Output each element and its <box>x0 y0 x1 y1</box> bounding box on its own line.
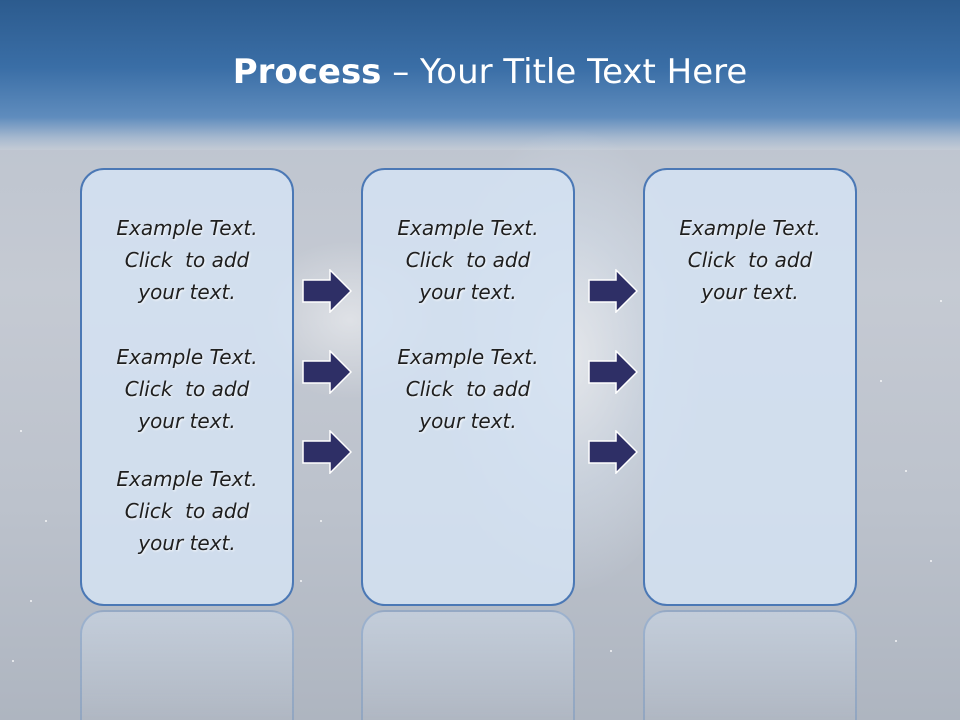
star <box>12 660 14 662</box>
arrow-right-icon <box>302 269 352 313</box>
process-card-2[interactable]: Example Text. Click to add your text. Ex… <box>361 168 575 606</box>
star <box>895 640 897 642</box>
star <box>300 580 302 582</box>
star <box>45 520 47 522</box>
star <box>930 560 932 562</box>
arrow-right-icon <box>588 430 638 474</box>
star <box>320 520 322 522</box>
card-reflection <box>643 610 857 720</box>
process-card-1[interactable]: Example Text. Click to add your text. Ex… <box>80 168 294 606</box>
slide-title[interactable]: Process – Your Title Text Here <box>0 52 960 92</box>
card-text[interactable]: Example Text. Click to add your text. <box>116 216 258 304</box>
card-reflection <box>80 610 294 720</box>
card-reflection <box>361 610 575 720</box>
star <box>30 600 32 602</box>
card-text[interactable]: Example Text. Click to add your text. <box>397 216 539 304</box>
card-text[interactable]: Example Text. Click to add your text. <box>397 345 539 433</box>
arrow-right-icon <box>588 269 638 313</box>
arrow-right-icon <box>302 350 352 394</box>
arrow-right-icon <box>302 430 352 474</box>
arrow-right-icon <box>588 350 638 394</box>
star <box>20 430 22 432</box>
title-rest-part: – Your Title Text Here <box>381 52 748 92</box>
card-text[interactable]: Example Text. Click to add your text. <box>116 467 258 555</box>
star <box>905 470 907 472</box>
card-text[interactable]: Example Text. Click to add your text. <box>116 345 258 433</box>
star <box>880 380 882 382</box>
title-bold-part: Process <box>232 52 382 92</box>
star <box>610 650 612 652</box>
card-text[interactable]: Example Text. Click to add your text. <box>679 216 821 304</box>
header-band <box>0 0 960 150</box>
process-card-3[interactable]: Example Text. Click to add your text. <box>643 168 857 606</box>
star <box>940 300 942 302</box>
